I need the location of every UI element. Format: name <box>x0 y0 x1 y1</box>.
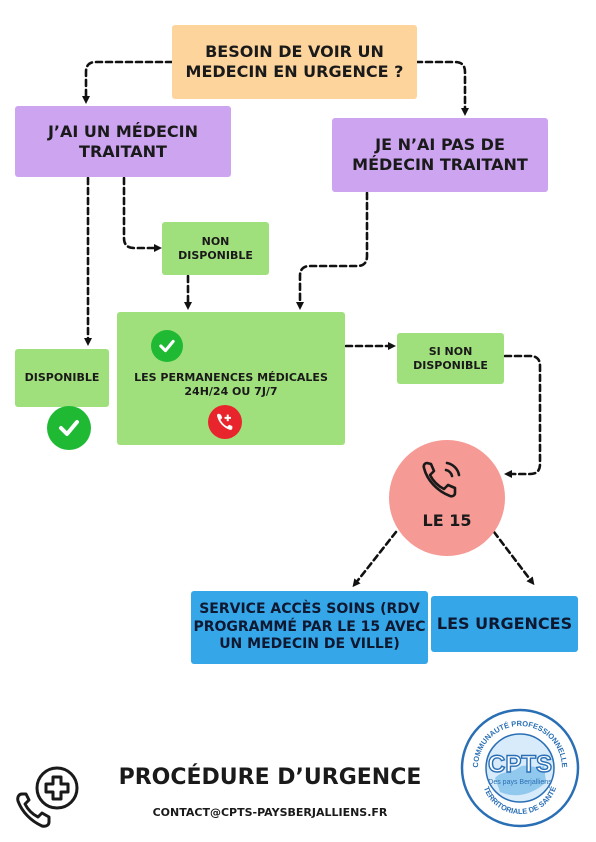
service-acces-soins-box: SERVICE ACCÈS SOINS (RDV PROGRAMMÉ PAR L… <box>191 591 428 664</box>
if-not-available-line1: SI NON <box>428 344 473 358</box>
without-doctor-box: JE N’AI PAS DE MÉDECIN TRAITANT <box>332 118 548 192</box>
service-line2: PROGRAMMÉ PAR LE 15 AVEC <box>193 618 426 635</box>
with-doctor-box: J’AI UN MÉDECIN TRAITANT <box>15 106 231 177</box>
start-question-line1: BESOIN DE VOIR UN <box>205 42 384 61</box>
arrow-without-doctor-to-permanences <box>296 191 369 310</box>
not-available-line1: NON <box>201 234 230 248</box>
with-doctor-line2: TRAITANT <box>79 141 167 161</box>
check-icon <box>151 330 183 362</box>
logo-subtitle: Des pays Berjalliens <box>488 779 552 786</box>
footer-contact[interactable]: CONTACT@CPTS-PAYSBERJALLIENS.FR <box>152 806 388 819</box>
permanences-text: LES PERMANENCES MÉDICALES 24H/24 OU 7J/7 <box>117 371 345 400</box>
phone-ringing-icon <box>420 458 466 502</box>
permanences-line1: LES PERMANENCES MÉDICALES <box>134 371 328 384</box>
not-available-line2: DISPONIBLE <box>178 248 253 262</box>
start-question-line2: MEDECIN EN URGENCE ? <box>185 62 404 81</box>
urgences-label: LES URGENCES <box>436 614 573 633</box>
le15-circle <box>389 440 505 556</box>
start-question-box: BESOIN DE VOIR UN MEDECIN EN URGENCE ? <box>172 25 417 99</box>
arrow-le15-to-urgences <box>492 530 535 586</box>
arrow-start-to-with-doctor <box>82 60 174 104</box>
arrow-if-not-available-to-le15 <box>503 354 542 478</box>
check-icon <box>47 406 91 450</box>
arrow-le15-to-service <box>352 530 398 588</box>
cpts-logo: COMMUNAUTÉ PROFESSIONNELLE TERRITORIALE … <box>460 708 580 828</box>
logo-name: CPTS <box>488 751 552 778</box>
arrow-with-doctor-to-not-available <box>122 176 162 252</box>
phone-plus-icon <box>208 405 242 439</box>
if-not-available-box: SI NON DISPONIBLE <box>397 333 504 384</box>
without-doctor-line2: MÉDECIN TRAITANT <box>352 155 528 174</box>
phone-cross-icon <box>14 764 80 830</box>
permanences-line2: 24H/24 OU 7J/7 <box>184 385 278 399</box>
not-available-box: NON DISPONIBLE <box>162 222 269 275</box>
available-label: DISPONIBLE <box>24 371 100 385</box>
service-line3: UN MEDECIN DE VILLE) <box>219 636 400 653</box>
available-box: DISPONIBLE <box>15 349 109 407</box>
if-not-available-line2: DISPONIBLE <box>413 358 488 372</box>
with-doctor-line1: J’AI UN MÉDECIN <box>47 121 199 141</box>
arrow-start-to-without-doctor <box>414 60 469 116</box>
le15-label: LE 15 <box>422 511 472 530</box>
footer-title: PROCÉDURE D’URGENCE <box>118 765 422 790</box>
urgences-box: LES URGENCES <box>431 596 578 652</box>
without-doctor-line1: JE N’AI PAS DE <box>375 135 505 154</box>
service-line1: SERVICE ACCÈS SOINS (RDV <box>199 601 420 618</box>
